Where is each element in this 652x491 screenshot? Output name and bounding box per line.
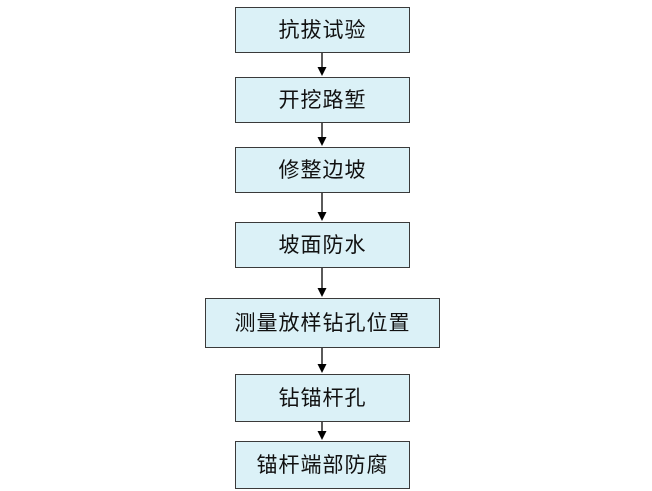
step-box-slope-waterproof: 坡面防水	[235, 222, 410, 268]
step-box-anchor-end-anticorrosion: 锚杆端部防腐	[235, 441, 410, 489]
step-box-trim-slope: 修整边坡	[235, 147, 410, 193]
step-label: 修整边坡	[278, 157, 367, 182]
arrow-6	[317, 422, 327, 440]
step-label: 测量放样钻孔位置	[234, 310, 411, 335]
step-box-uplift-test: 抗拔试验	[235, 7, 410, 53]
step-box-excavate-cutting: 开挖路堑	[235, 77, 410, 123]
step-box-survey-drill-position: 测量放样钻孔位置	[205, 298, 440, 348]
step-label: 抗拔试验	[278, 17, 367, 42]
arrow-2	[317, 123, 327, 146]
arrow-1	[317, 53, 327, 76]
arrow-4	[317, 268, 327, 297]
arrow-3	[317, 193, 327, 221]
arrow-5	[317, 348, 327, 373]
step-label: 开挖路堑	[278, 87, 367, 112]
step-label: 钻锚杆孔	[278, 385, 367, 410]
step-label: 坡面防水	[278, 232, 367, 257]
step-box-drill-anchor-hole: 钻锚杆孔	[235, 374, 410, 422]
step-label: 锚杆端部防腐	[256, 452, 389, 477]
